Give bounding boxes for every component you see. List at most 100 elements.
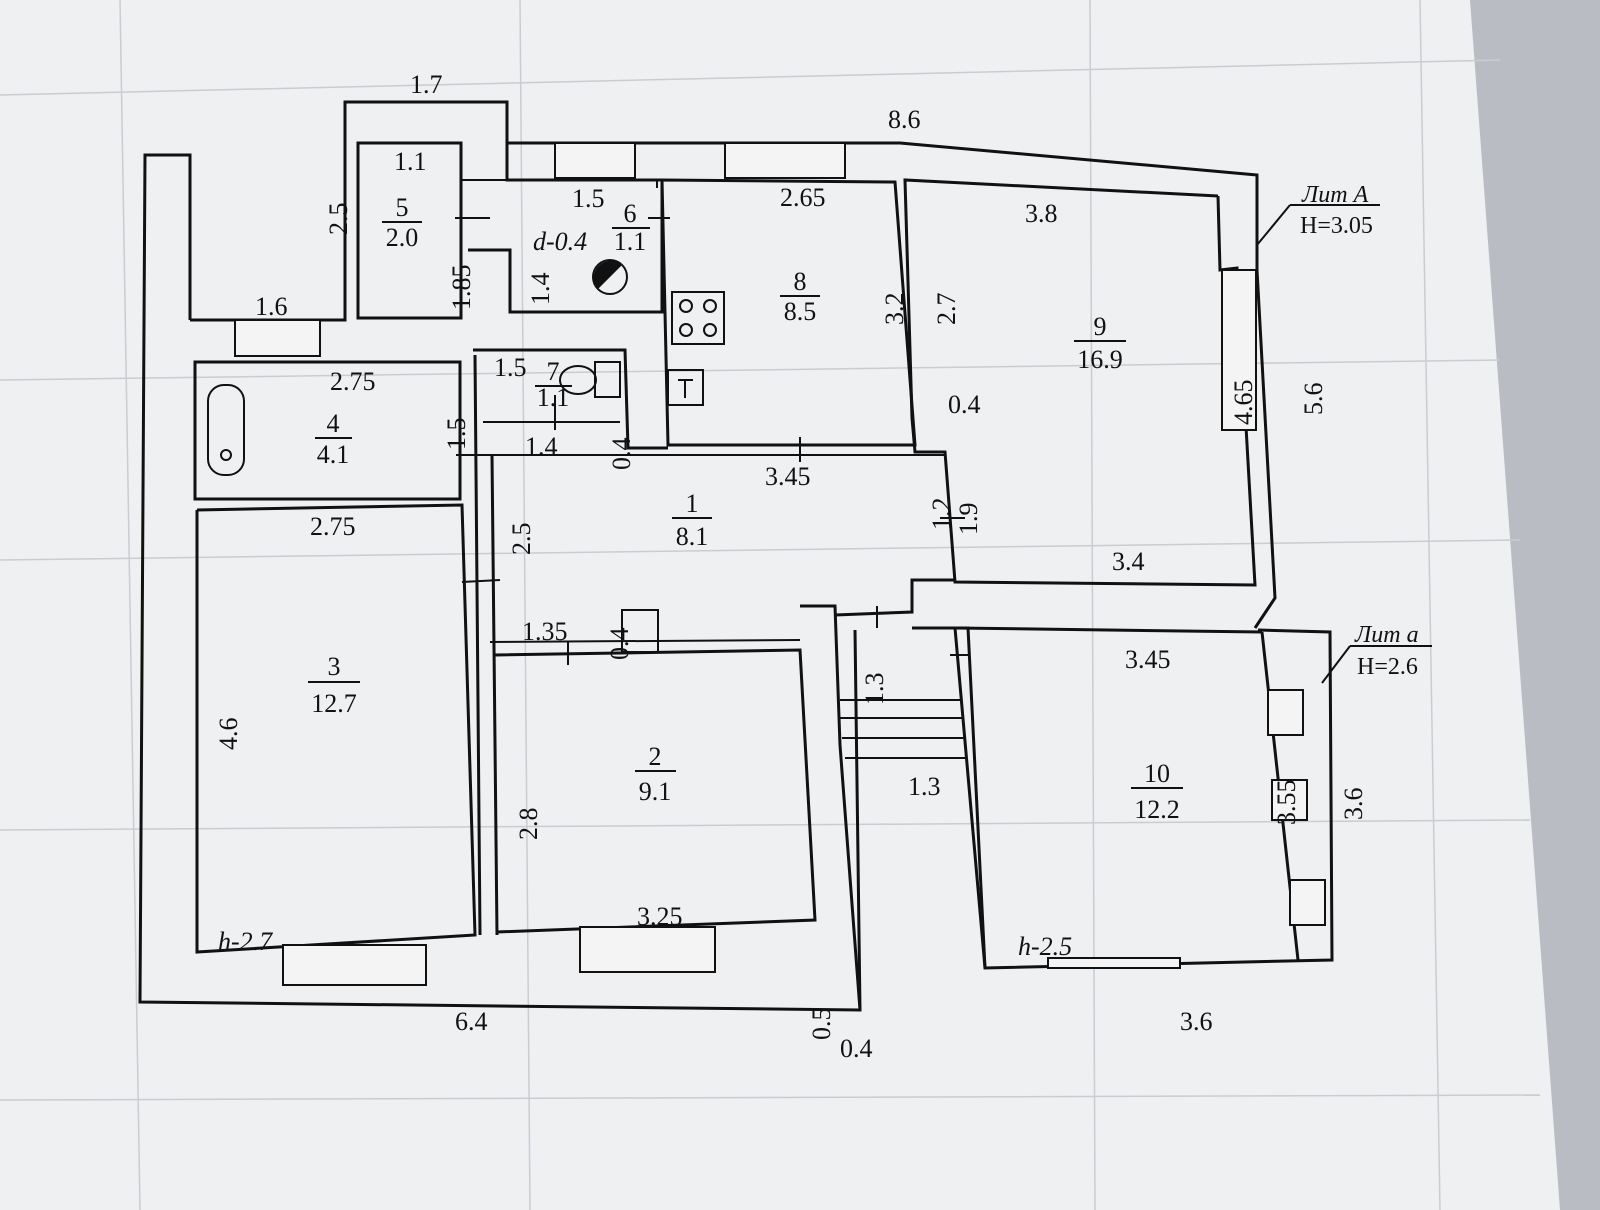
dim-r5-w: 1.1 (394, 147, 427, 176)
window-left (234, 319, 321, 357)
lit-a-height: H=2.6 (1357, 654, 1418, 680)
dim-r1-w: 3.45 (765, 462, 811, 491)
dim-hall-a: 1.3 (860, 673, 889, 706)
boiler-icon (592, 259, 628, 295)
room-3-area: 12.7 (311, 689, 357, 718)
room-2-number: 2 (649, 742, 662, 771)
room-3-walls (195, 503, 477, 954)
dim-r5-h-left: 2.5 (324, 203, 353, 236)
dim-bottom-6-4: 6.4 (455, 1007, 488, 1036)
room-8-walls (660, 178, 917, 447)
dim-r9-w-top: 3.8 (1025, 199, 1058, 228)
background-grid (0, 0, 1541, 1210)
room-10-left-wall (953, 627, 987, 969)
lit-A-leader (1256, 204, 1291, 246)
window-bottom-2 (579, 926, 716, 973)
dim-r2-w: 3.25 (637, 902, 683, 931)
room-9-label: 9 16.9 (1074, 312, 1126, 374)
room-7-number: 7 (547, 357, 560, 386)
room-8-area: 8.5 (784, 297, 817, 326)
outer-wall-right-A (1253, 269, 1277, 629)
room-2-label: 2 9.1 (635, 742, 676, 806)
dimension-labels-vertical: 2.5 1.85 1.4 3.2 2.7 4.65 5.6 1.5 0.4 2.… (214, 203, 1368, 1041)
dim-top-8-6: 8.6 (888, 105, 921, 134)
room-3-label: 3 12.7 (308, 652, 360, 718)
dim-r1-d: 1.9 (954, 503, 983, 536)
dim-r10-ext: 3.6 (1339, 788, 1368, 821)
room-labels: 1 8.1 2 9.1 3 12.7 4 4.1 5 2.0 6 1.1 (308, 193, 1183, 824)
bathtub-drain-icon (220, 449, 232, 461)
lit-A-label: Лит А (1301, 182, 1369, 208)
room-7-walls (473, 348, 668, 450)
room-1-area: 8.1 (676, 522, 709, 551)
dim-r4-w: 2.75 (330, 367, 376, 396)
room-7-area: 1.1 (537, 383, 570, 412)
dim-bottom-0-5: 0.5 (807, 1008, 836, 1041)
room-10-label: 10 12.2 (1131, 759, 1183, 824)
window-room-10-c (1289, 879, 1326, 926)
outer-wall-left (138, 153, 862, 1012)
window-room-10-a (1267, 689, 1304, 736)
room-4-walls (193, 360, 462, 501)
dim-r9-h: 4.65 (1229, 380, 1258, 426)
room-4-area: 4.1 (317, 440, 350, 469)
dim-r6-d: d-0.4 (533, 227, 587, 256)
chimney-small (621, 609, 659, 653)
corridor-wall-left (473, 354, 482, 936)
room-5-number: 5 (396, 193, 409, 222)
room-2-top-partition (489, 639, 801, 643)
window-top-2 (724, 142, 846, 179)
window-room-10-bottom (1047, 957, 1181, 969)
dim-r10-ceiling: h-2.5 (1018, 932, 1072, 961)
room-10-area: 12.2 (1134, 795, 1180, 824)
room-5-label: 5 2.0 (382, 193, 422, 252)
room-8-number: 8 (794, 267, 807, 296)
dim-r5-h-right: 1.85 (447, 265, 476, 311)
dim-left-1-6: 1.6 (255, 292, 288, 321)
dimension-labels: 1.7 8.6 1.1 1.5 d-0.4 2.65 3.8 1.6 2.7 5 … (218, 70, 1213, 1063)
room-6-number: 6 (624, 199, 637, 228)
dim-r8-w: 2.65 (780, 183, 826, 212)
room-8-label: 8 8.5 (780, 267, 820, 326)
dim-r3-ceiling: h-2.7 (218, 927, 273, 956)
room-7-label: 7 1.1 (535, 357, 572, 412)
dim-r2-h: 2.8 (514, 808, 543, 841)
windows (234, 142, 1326, 986)
fixtures (207, 259, 725, 476)
litera-labels: Лит А H=3.05 Лит а H=2.6 (1256, 182, 1432, 684)
window-room-10-b (1271, 779, 1308, 821)
window-room-9 (1221, 269, 1257, 431)
room-5-area: 2.0 (386, 223, 419, 252)
lit-a-leader (1321, 645, 1351, 684)
dim-r9-ext: 5.6 (1299, 383, 1328, 416)
room-3-number: 3 (328, 652, 341, 681)
room-9-area: 16.9 (1077, 345, 1123, 374)
dim-r10-w-bottom: 3.6 (1180, 1007, 1213, 1036)
room-4-number: 4 (327, 409, 340, 438)
room-10-top-wall (954, 626, 1263, 634)
dim-r1-c: 1.2 (927, 498, 956, 531)
outer-wall-top-extension (190, 100, 1259, 322)
bathtub-icon (207, 384, 245, 476)
dim-r3-w: 2.75 (310, 512, 356, 541)
room-5-walls (356, 141, 463, 320)
dim-r7-a: 1.4 (525, 432, 558, 461)
dim-r7-b: 0.4 (607, 438, 636, 471)
dim-bottom-0-4: 0.4 (840, 1034, 873, 1063)
dim-r3-h: 4.6 (214, 718, 243, 751)
room-2-area: 9.1 (639, 777, 672, 806)
dim-r8-h-b: 2.7 (932, 293, 961, 326)
dim-r7-w: 1.5 (494, 353, 527, 382)
dim-r6-h: 1.4 (526, 273, 555, 306)
dim-r6-w: 1.5 (572, 184, 605, 213)
dim-top-1-7: 1.7 (410, 70, 443, 99)
room-6-area: 1.1 (614, 227, 647, 256)
vestibule-right (834, 578, 955, 617)
dim-r10-w-top: 3.45 (1125, 645, 1171, 674)
dim-r8-h-a: 3.2 (880, 293, 909, 326)
lit-A-height: H=3.05 (1300, 213, 1373, 239)
page-edge-shadow (1470, 0, 1600, 1210)
dim-r9-small: 0.4 (948, 390, 981, 419)
dim-r1-h: 2.5 (507, 523, 536, 556)
